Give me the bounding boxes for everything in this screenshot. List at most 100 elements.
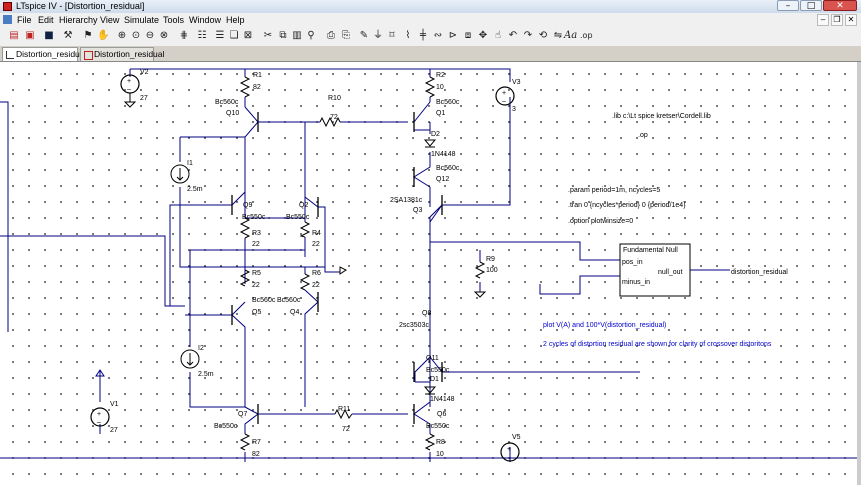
resistor-R3[interactable] xyxy=(239,217,251,239)
resistor-R6[interactable] xyxy=(299,273,311,291)
plot-comment[interactable]: plot V(A) and 100*V(distortion_residual) xyxy=(543,322,666,329)
resistor-R2[interactable] xyxy=(424,76,436,98)
print-icon[interactable]: ⎙ xyxy=(327,30,335,41)
grounds xyxy=(339,266,487,298)
label-net-icon[interactable]: ⌑ xyxy=(389,30,395,41)
diode-D2[interactable] xyxy=(423,139,437,148)
resistor-R10[interactable] xyxy=(319,116,341,128)
r10-value: 72 xyxy=(330,114,338,121)
save-icon[interactable]: ■ xyxy=(44,30,54,41)
print-preview-icon[interactable]: ⎘ xyxy=(342,30,350,41)
resistor-R9[interactable] xyxy=(474,261,486,279)
menu-view[interactable]: View xyxy=(100,15,120,25)
voltage-source-V2[interactable]: +– V2 27 xyxy=(120,69,149,108)
option-directive[interactable]: .option plotwinsize=0 xyxy=(568,218,633,225)
resistor-R8[interactable] xyxy=(424,433,436,451)
pan-icon[interactable]: ⊙ xyxy=(131,30,141,41)
resistor-R4[interactable] xyxy=(299,221,311,238)
voltage-source-V3[interactable]: +– V3 3 xyxy=(495,79,521,113)
r5-name: R5 xyxy=(252,270,261,277)
tab-schematic[interactable]: Distortion_residual xyxy=(2,47,86,61)
copy-icon[interactable]: ⧉ xyxy=(279,30,287,41)
run-icon[interactable]: ⚑ xyxy=(83,30,93,41)
r9-name: R9 xyxy=(486,256,495,263)
op-directive[interactable]: .op xyxy=(638,132,648,139)
voltage-source-V5[interactable]: + V5 xyxy=(500,434,521,462)
menu-hierarchy[interactable]: Hierarchy xyxy=(59,15,98,25)
rotate-icon[interactable]: ⟲ xyxy=(538,30,548,41)
drag-icon[interactable]: ☝ xyxy=(494,30,502,41)
cut-icon[interactable]: ✂ xyxy=(263,30,273,41)
resistor-R11[interactable] xyxy=(334,408,353,420)
svg-text:+: + xyxy=(502,90,506,97)
menu-edit[interactable]: Edit xyxy=(38,15,54,25)
close-window-icon[interactable]: ⊠ xyxy=(243,30,253,41)
maximize-button[interactable]: □ xyxy=(800,0,822,11)
q12-model: Bc560c xyxy=(436,165,460,172)
open-icon[interactable]: ▤ xyxy=(9,30,19,41)
resistor-R5[interactable] xyxy=(239,269,251,287)
r2-name: R2 xyxy=(436,72,445,79)
zoom-fit-icon[interactable]: ⊗ xyxy=(159,30,169,41)
cascade-icon[interactable]: ❏ xyxy=(229,30,239,41)
resistor-R1[interactable] xyxy=(239,76,251,98)
halt-icon[interactable]: ✋ xyxy=(97,30,110,41)
diode-D1[interactable] xyxy=(423,386,437,395)
subcircuit-fundamental-null[interactable]: Fundamental Null pos_in minus_in null_ou… xyxy=(619,243,691,297)
resistor-icon[interactable]: ⌇ xyxy=(405,30,411,41)
svg-text:–: – xyxy=(97,419,101,426)
tran-directive[interactable]: .tran 0 {ncycles*period} 0 {period/1e4} xyxy=(568,202,686,209)
note-comment[interactable]: 2 cycles of distortion residual are show… xyxy=(543,341,772,348)
tile-horizontal-icon[interactable]: ☷ xyxy=(197,30,207,41)
schematic-canvas[interactable]: +– V2 27 +– V3 3 +– V1 27 + V5 xyxy=(0,62,861,485)
close-button[interactable]: ✕ xyxy=(823,0,857,11)
move-icon[interactable]: ✥ xyxy=(478,30,488,41)
resistor-R7[interactable] xyxy=(239,433,251,451)
menu-tools[interactable]: Tools xyxy=(163,15,185,25)
redo-icon[interactable]: ↷ xyxy=(523,30,533,41)
current-source-I2[interactable]: I2 2.5m xyxy=(180,345,214,378)
capacitor-icon[interactable]: ╪ xyxy=(419,30,427,41)
tile-vertical-icon[interactable]: ☰ xyxy=(215,30,225,41)
mdi-restore-button[interactable]: ❐ xyxy=(831,14,843,26)
mdi-minimize-button[interactable]: – xyxy=(817,14,829,26)
diode-icon[interactable]: ⊳ xyxy=(448,30,458,41)
spice-directive-icon[interactable]: .op xyxy=(580,31,593,40)
mirror-icon[interactable]: ⇋ xyxy=(553,30,563,41)
schematic-icon[interactable]: ▣ xyxy=(25,30,35,41)
ground-icon[interactable]: ⏚ xyxy=(373,30,383,41)
menu-file[interactable]: File xyxy=(17,15,32,25)
autorange-icon[interactable]: ⋕ xyxy=(179,30,189,41)
text-icon[interactable]: Aa xyxy=(564,30,578,41)
svg-text:–: – xyxy=(127,86,131,93)
menu-help[interactable]: Help xyxy=(226,15,245,25)
inductor-icon[interactable]: ∾ xyxy=(433,30,443,41)
minimize-button[interactable]: – xyxy=(777,0,799,11)
lib-directive[interactable]: .lib c:\Lt spice kretser\Cordell.lib xyxy=(612,113,711,120)
voltage-source-V1[interactable]: +– V1 27 xyxy=(90,369,119,434)
i1-name: I1 xyxy=(187,160,193,167)
vertical-scrollbar[interactable] xyxy=(857,62,861,485)
zoom-out-icon[interactable]: ⊖ xyxy=(145,30,155,41)
d2-name: D2 xyxy=(431,131,440,138)
d1-name: D1 xyxy=(430,376,439,383)
menu-window[interactable]: Window xyxy=(189,15,222,25)
menu-simulate[interactable]: Simulate xyxy=(124,15,160,25)
mdi-close-button[interactable]: ✕ xyxy=(845,14,857,26)
component-icon[interactable]: ⧈ xyxy=(464,30,472,41)
draw-wire-icon[interactable]: ✎ xyxy=(359,30,369,41)
zoom-in-icon[interactable]: ⊕ xyxy=(117,30,127,41)
paste-icon[interactable]: ▥ xyxy=(292,30,302,41)
undo-icon[interactable]: ↶ xyxy=(508,30,518,41)
tab-waveform[interactable]: Distortion_residual xyxy=(80,47,164,61)
current-source-I1[interactable]: I1 2.5m xyxy=(170,160,203,193)
net-label-distortion-residual[interactable]: distortion_residual xyxy=(731,269,788,276)
control-panel-icon[interactable]: ⚒ xyxy=(63,30,73,41)
v3-value: 3 xyxy=(512,106,516,113)
svg-text:+: + xyxy=(507,446,511,453)
param-directive[interactable]: .param period=1m, ncycles=5 xyxy=(568,187,660,194)
find-icon[interactable]: ⚲ xyxy=(307,30,315,41)
q4-model: Bc560c xyxy=(277,297,301,304)
q7-model: Bc550c xyxy=(214,423,238,430)
mdi-child-icon[interactable] xyxy=(3,15,12,24)
